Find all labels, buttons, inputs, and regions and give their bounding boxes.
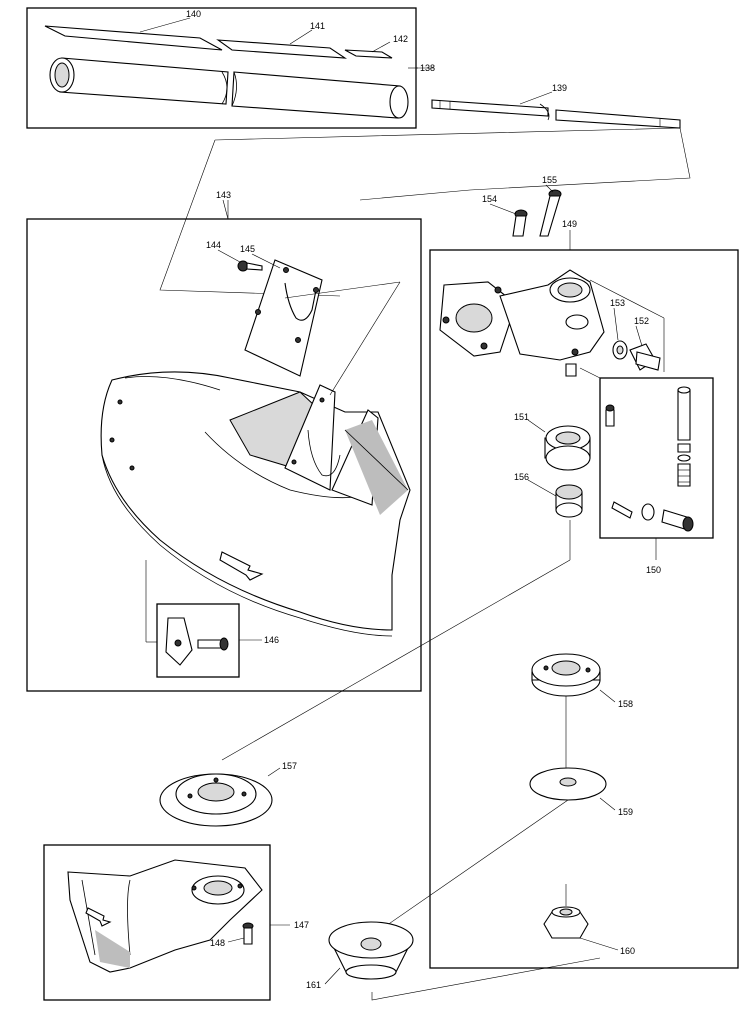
guard-box	[26, 200, 422, 692]
leader-lines	[139, 17, 643, 985]
callout-labels: 140 141 142 138 139 143 144 145 154 155 …	[186, 9, 661, 990]
callout-140: 140	[186, 9, 201, 19]
part-152-bolt	[629, 343, 661, 371]
callout-146: 146	[264, 635, 279, 645]
part-159-washer	[529, 767, 607, 801]
callout-158: 158	[618, 699, 633, 709]
part-161-cup	[328, 921, 601, 1001]
part-154-bolt	[512, 209, 528, 237]
callout-155: 155	[542, 175, 557, 185]
part-147-guard	[67, 859, 263, 973]
part-158-holder	[531, 653, 601, 697]
part-143-guard	[100, 371, 411, 637]
callout-159: 159	[618, 807, 633, 817]
callout-151: 151	[514, 412, 529, 422]
part-140-strip	[44, 25, 223, 51]
shaft-tube-box	[26, 7, 418, 129]
part-153-washer	[612, 340, 628, 360]
callout-148: 148	[210, 938, 225, 948]
part-142-strip	[344, 49, 393, 59]
part-151-bearing	[544, 425, 591, 471]
part-160-nut	[543, 906, 589, 939]
callout-157: 157	[282, 761, 297, 771]
callout-138: 138	[420, 63, 435, 73]
callout-142: 142	[393, 34, 408, 44]
callout-160: 160	[620, 946, 635, 956]
gear-case-box	[221, 230, 739, 969]
callout-147: 147	[294, 920, 309, 930]
part-141-strip	[216, 39, 348, 59]
callout-144: 144	[206, 240, 221, 250]
part-157-washer	[159, 773, 273, 827]
part-144-bolt	[237, 260, 263, 272]
callout-139: 139	[552, 83, 567, 93]
guard-extension-box	[43, 844, 290, 1001]
callout-143: 143	[216, 190, 231, 200]
part-150-inset	[599, 377, 714, 560]
part-146-inset	[145, 560, 262, 678]
callout-149: 149	[562, 219, 577, 229]
callout-153: 153	[610, 298, 625, 308]
part-156-sleeve	[555, 484, 583, 518]
part-138-tube	[49, 57, 409, 119]
callout-145: 145	[240, 244, 255, 254]
callout-156: 156	[514, 472, 529, 482]
part-149-gear-case	[439, 269, 605, 377]
callout-150: 150	[646, 565, 661, 575]
callout-141: 141	[310, 21, 325, 31]
callout-152: 152	[634, 316, 649, 326]
part-139-drive-shaft	[431, 99, 681, 129]
callout-154: 154	[482, 194, 497, 204]
part-145-plate	[244, 259, 323, 377]
part-155-bolt	[539, 189, 562, 237]
part-148-screw	[242, 922, 254, 945]
callout-161: 161	[306, 980, 321, 990]
